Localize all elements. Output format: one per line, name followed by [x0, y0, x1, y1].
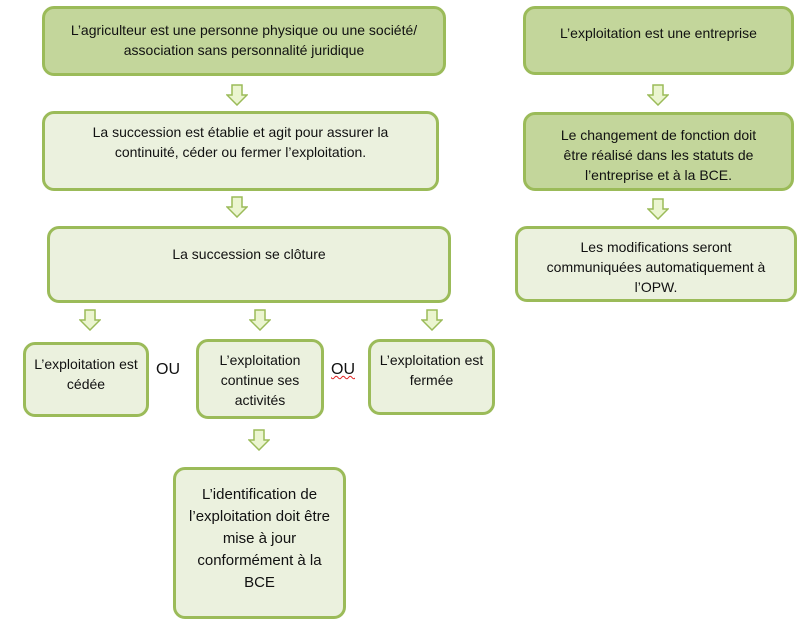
down-arrow-icon	[226, 196, 248, 218]
box-exploitation-entreprise: L’exploitation est une entreprise	[523, 6, 794, 75]
down-arrow-icon	[79, 309, 101, 331]
down-arrow-icon	[249, 309, 271, 331]
box-exploitation-cedee: L’exploitation est cédée	[23, 342, 149, 417]
down-arrow-icon	[226, 84, 248, 106]
box-succession-etablie: La succession est établie et agit pour a…	[42, 111, 439, 191]
connector-ou-2: OU	[331, 361, 355, 378]
box-changement-fonction: Le changement de fonction doit être réal…	[523, 112, 794, 191]
down-arrow-icon	[647, 84, 669, 106]
box-agriculteur: L’agriculteur est une personne physique …	[42, 6, 446, 76]
box-identification-bce: L’identification de l’exploitation doit …	[173, 467, 346, 619]
box-exploitation-fermee: L’exploitation est fermée	[368, 339, 495, 415]
box-modifications-opw: Les modifications seront communiquées au…	[515, 226, 797, 302]
connector-ou-1: OU	[156, 361, 180, 378]
down-arrow-icon	[421, 309, 443, 331]
box-succession-cloture: La succession se clôture	[47, 226, 451, 303]
box-exploitation-continue: L’exploitation continue ses activités	[196, 339, 324, 419]
down-arrow-icon	[647, 198, 669, 220]
down-arrow-icon	[248, 429, 270, 451]
